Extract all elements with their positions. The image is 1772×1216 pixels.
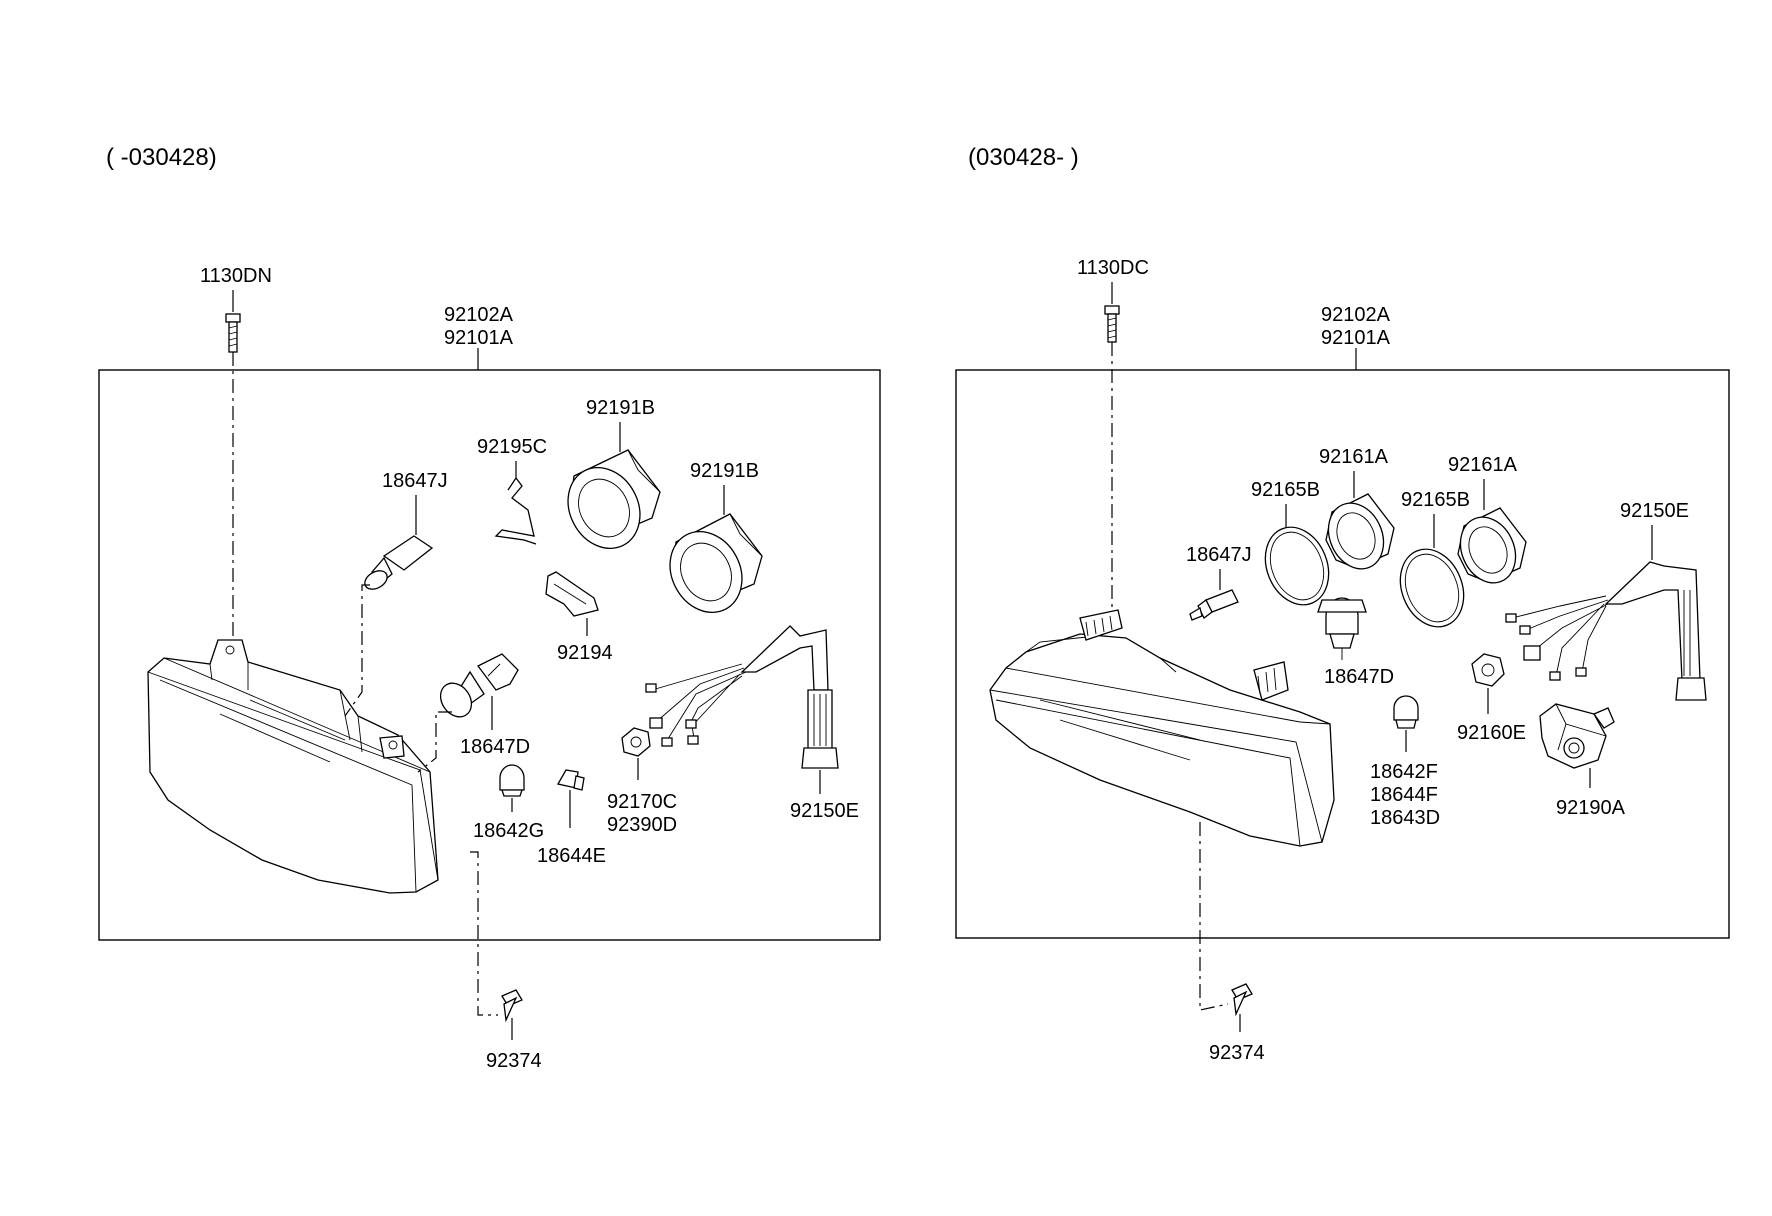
right-socket-b-icon — [1457, 507, 1527, 584]
right-label-92160E: 92160E — [1457, 722, 1526, 744]
right-leveling-actuator-icon — [1539, 703, 1615, 769]
right-label-18643D: 18643D — [1370, 807, 1440, 829]
right-bulb-main-icon — [1317, 597, 1367, 660]
right-seal-ring-a-icon — [1264, 526, 1330, 606]
right-bulb-holder-icon — [1471, 653, 1505, 687]
right-wire-harness-icon — [1505, 561, 1707, 701]
left-label-92390D: 92390D — [607, 814, 677, 836]
left-label-18647J: 18647J — [382, 470, 448, 492]
left-label-92191B-a: 92191B — [586, 397, 655, 419]
right-screw-dashline — [1199, 822, 1229, 1011]
screw-icon — [1231, 983, 1253, 1017]
left-label-92150E: 92150E — [790, 800, 859, 822]
left-headlamp-housing-icon — [147, 639, 439, 894]
right-label-92161A-a: 92161A — [1319, 446, 1389, 468]
left-label-92195C: 92195C — [477, 436, 547, 458]
left-bulb-wedge-icon — [556, 769, 585, 791]
right-label-92150E: 92150E — [1620, 500, 1689, 522]
right-label-92101A: 92101A — [1321, 327, 1391, 349]
left-bulb-main-icon — [439, 653, 519, 718]
right-assembly: (030428- ) 92102A 92101A 1130DC 92165B — [955, 144, 1730, 1064]
right-label-18647J: 18647J — [1186, 544, 1252, 566]
left-label-18647D: 18647D — [460, 736, 530, 758]
left-label-18644E: 18644E — [537, 845, 606, 867]
right-socket-a-icon — [1325, 493, 1395, 570]
left-label-92194: 92194 — [557, 642, 613, 664]
left-socket-a-icon — [567, 449, 661, 550]
right-label-18642F: 18642F — [1370, 761, 1438, 783]
right-bulb-small-icon — [1189, 589, 1239, 621]
right-label-18644F: 18644F — [1370, 784, 1438, 806]
left-bulb-holder-icon — [621, 727, 651, 757]
right-label-92102A: 92102A — [1321, 304, 1391, 326]
left-bulb-round-icon — [499, 764, 525, 797]
left-label-92191B-b: 92191B — [690, 460, 759, 482]
left-title: ( -030428) — [106, 144, 217, 171]
right-label-92161A-b: 92161A — [1448, 454, 1518, 476]
left-label-1130DN: 1130DN — [200, 265, 272, 287]
right-headlamp-housing-icon — [989, 609, 1335, 847]
left-label-92101A: 92101A — [444, 327, 514, 349]
right-assembly-frame — [955, 369, 1730, 939]
left-assembly-frame — [98, 369, 881, 941]
left-label-92170C: 92170C — [607, 791, 677, 813]
right-label-92165B-a: 92165B — [1251, 479, 1320, 501]
left-bulb-small-icon — [364, 535, 434, 590]
left-label-18642G: 18642G — [473, 820, 544, 842]
bolt-icon — [1104, 305, 1120, 343]
right-title: (030428- ) — [968, 144, 1079, 171]
right-label-92165B-b: 92165B — [1401, 489, 1470, 511]
retaining-clip-icon — [545, 571, 599, 617]
right-label-1130DC: 1130DC — [1077, 257, 1149, 279]
left-18647J-dashline — [344, 584, 370, 717]
screw-icon — [501, 989, 523, 1023]
bolt-icon — [225, 313, 241, 353]
left-wire-harness-icon — [645, 625, 839, 769]
left-socket-b-icon — [669, 513, 763, 614]
right-label-92374: 92374 — [1209, 1042, 1265, 1064]
spring-clip-icon — [494, 476, 537, 545]
right-seal-ring-b-icon — [1399, 548, 1465, 628]
right-label-92190A: 92190A — [1556, 797, 1626, 819]
right-bulb-round-icon — [1393, 695, 1419, 729]
left-18647D-dashline — [417, 711, 452, 773]
right-label-18647D: 18647D — [1324, 666, 1394, 688]
left-label-92102A: 92102A — [444, 304, 514, 326]
left-label-92374: 92374 — [486, 1050, 542, 1072]
left-screw-dashline — [470, 851, 498, 1016]
left-assembly: ( -030428) 92102A 92101A 1130DN 18647J — [98, 144, 881, 1072]
